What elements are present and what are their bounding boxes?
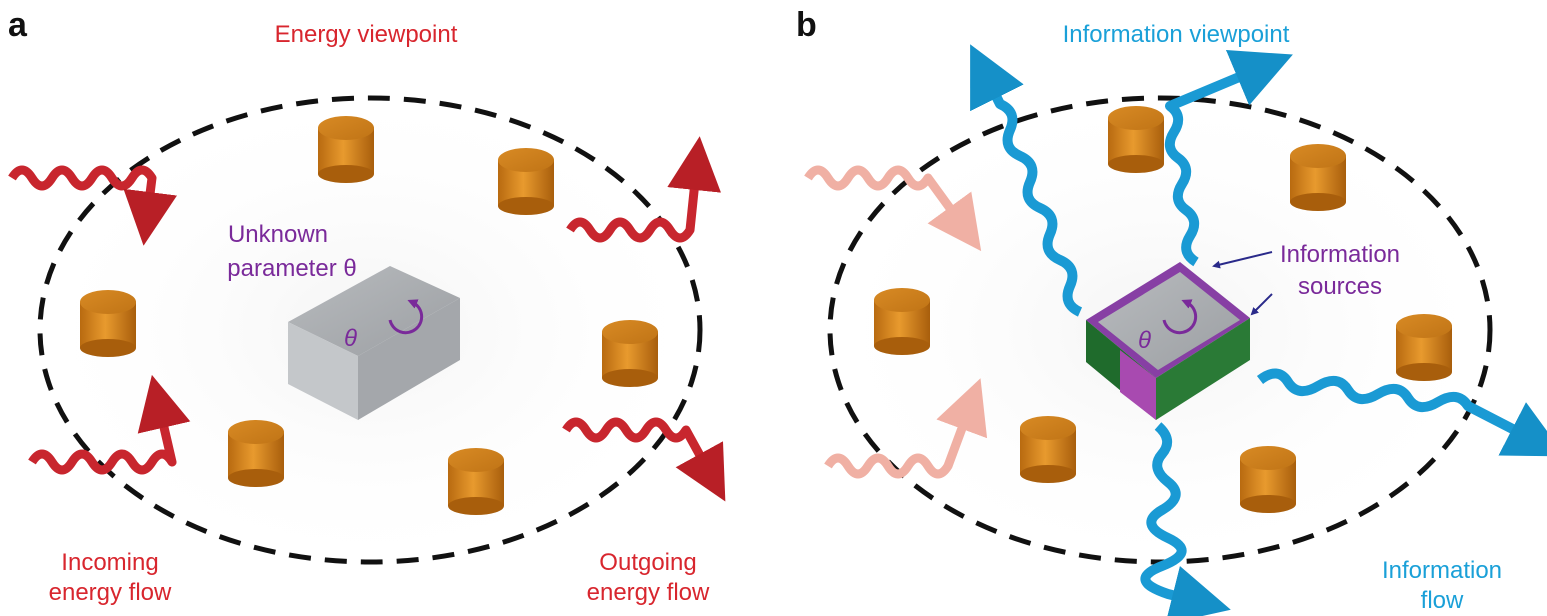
wavy-arrow-icon <box>970 44 1083 317</box>
sources-label-line2: sources <box>1298 273 1382 300</box>
grey-box-icon <box>288 266 460 420</box>
wavy-arrow-icon <box>1140 422 1231 616</box>
wavy-arrow-icon <box>8 165 178 246</box>
param-label-line1: Unknown <box>228 221 328 248</box>
source-pointer-arrow <box>1250 293 1273 316</box>
param-label-line2: parameter θ <box>227 255 356 282</box>
wavy-arrow-icon <box>1256 368 1547 457</box>
rotation-arrow-icon <box>1162 299 1198 335</box>
orange-cylinder-icon <box>1290 144 1346 211</box>
orange-cylinder-icon <box>1396 314 1452 381</box>
panel-a-dashed-boundary <box>37 95 703 565</box>
panel-a-title: Energy viewpoint <box>275 21 458 48</box>
rotation-arrow-icon <box>388 299 424 335</box>
flow-label-line2: flow <box>1421 587 1464 614</box>
orange-cylinder-icon <box>1240 446 1296 513</box>
panel-a-letter: a <box>8 6 28 44</box>
panel-a-theta: θ <box>344 325 357 352</box>
information-source-box-icon <box>1086 262 1250 420</box>
outgoing-label-line1: Outgoing <box>599 549 696 576</box>
outgoing-label-line2: energy flow <box>587 579 710 606</box>
orange-cylinder-icon <box>874 288 930 355</box>
orange-cylinder-icon <box>1020 416 1076 483</box>
source-pointer-arrow <box>1212 251 1273 269</box>
orange-cylinder-icon <box>1108 106 1164 173</box>
wavy-arrow-icon <box>562 417 726 502</box>
orange-cylinder-icon <box>318 116 374 183</box>
wavy-arrow-icon <box>566 136 722 243</box>
orange-cylinder-icon <box>448 448 504 515</box>
panel-b: b Information viewpoint <box>796 6 1547 616</box>
orange-cylinder-icon <box>602 320 658 387</box>
orange-cylinder-icon <box>498 148 554 215</box>
wavy-arrow-icon <box>804 165 982 252</box>
panel-b-title: Information viewpoint <box>1063 21 1290 48</box>
panel-a: a Energy viewpoint <box>8 6 726 606</box>
sources-label-line1: Information <box>1280 241 1400 268</box>
orange-cylinder-icon <box>228 420 284 487</box>
panel-b-letter: b <box>796 6 817 44</box>
wavy-arrow-icon <box>1164 50 1293 267</box>
panel-b-theta: θ <box>1138 327 1151 354</box>
incoming-label-line2: energy flow <box>49 579 172 606</box>
orange-cylinder-icon <box>80 290 136 357</box>
wavy-arrow-icon <box>824 378 988 479</box>
incoming-label-line1: Incoming <box>61 549 158 576</box>
wavy-arrow-icon <box>28 374 191 475</box>
flow-label-line1: Information <box>1382 557 1502 584</box>
